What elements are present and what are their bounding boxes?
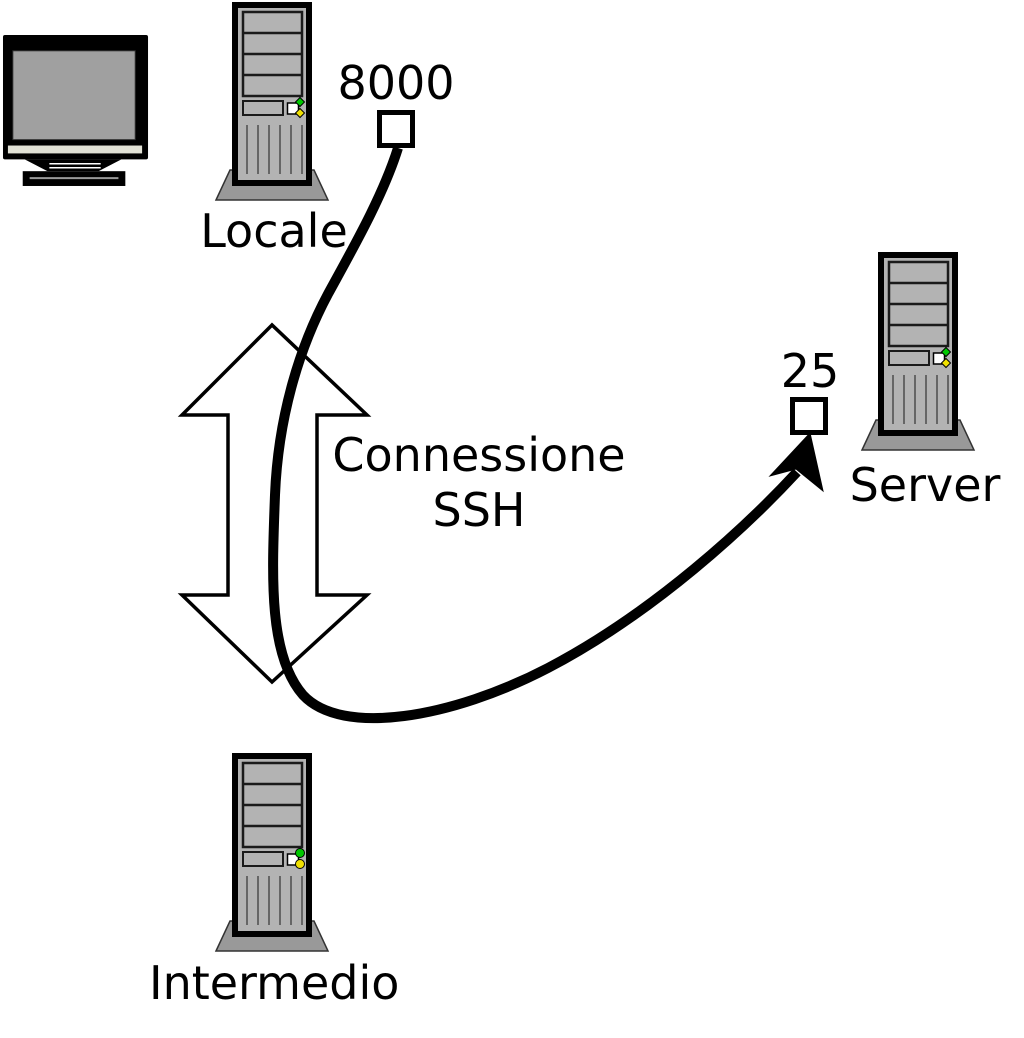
connection-label: Connessione SSH	[329, 428, 629, 538]
port-25-label: 25	[780, 344, 840, 398]
locale-computer-icon	[214, 2, 330, 202]
locale-label: Locale	[200, 204, 348, 258]
intermedio-label: Intermedio	[149, 956, 400, 1010]
monitor-icon	[2, 35, 149, 186]
connection-label-line2: SSH	[432, 483, 526, 537]
connection-label-line1: Connessione	[332, 428, 626, 482]
tunnel-arrowhead-icon	[768, 431, 824, 493]
server-computer-icon	[860, 252, 976, 452]
port-25-square	[790, 397, 828, 435]
intermedio-computer-icon	[214, 753, 330, 953]
port-8000-label: 8000	[337, 56, 455, 110]
port-8000-square	[377, 110, 415, 148]
server-label: Server	[849, 458, 1001, 512]
